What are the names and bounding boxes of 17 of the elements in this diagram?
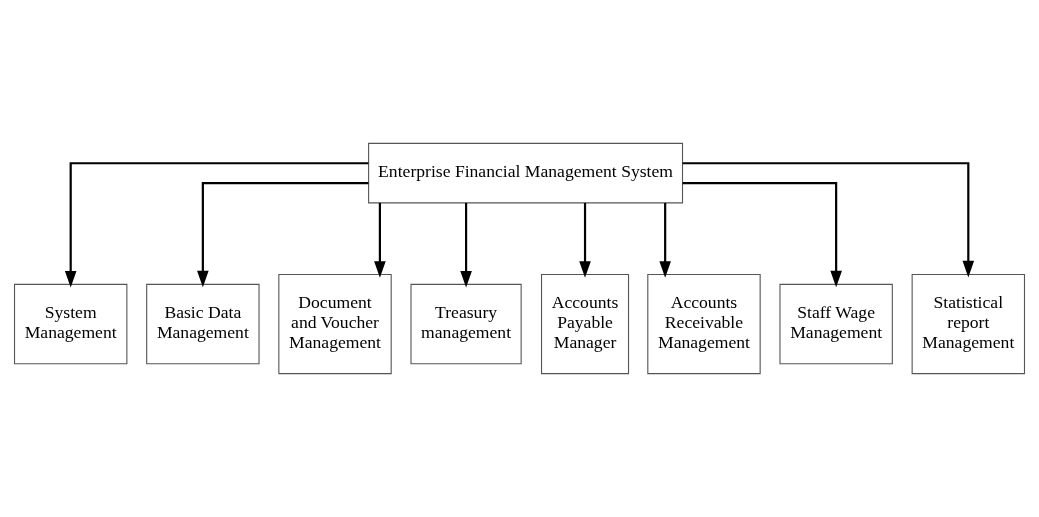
arrow — [64, 162, 369, 288]
node-box: Treasury management — [410, 283, 522, 365]
node-box: Accounts Receivable Management — [647, 273, 761, 375]
arrow — [197, 181, 369, 288]
arrow — [579, 202, 591, 278]
node-box: System Management — [13, 283, 128, 365]
arrow — [374, 202, 386, 278]
node-box: Document and Voucher Management — [278, 273, 392, 375]
arrow — [659, 202, 671, 278]
node-box: Enterprise Financial Management System — [368, 142, 684, 204]
node-box: Staff Wage Management — [779, 283, 893, 365]
arrow — [460, 202, 472, 288]
arrow — [682, 162, 975, 278]
node-box: Accounts Payable Manager — [541, 273, 630, 375]
arrow — [682, 181, 842, 288]
node-box: Statistical report Management — [911, 273, 1026, 375]
node-box: Basic Data Management — [146, 283, 260, 365]
